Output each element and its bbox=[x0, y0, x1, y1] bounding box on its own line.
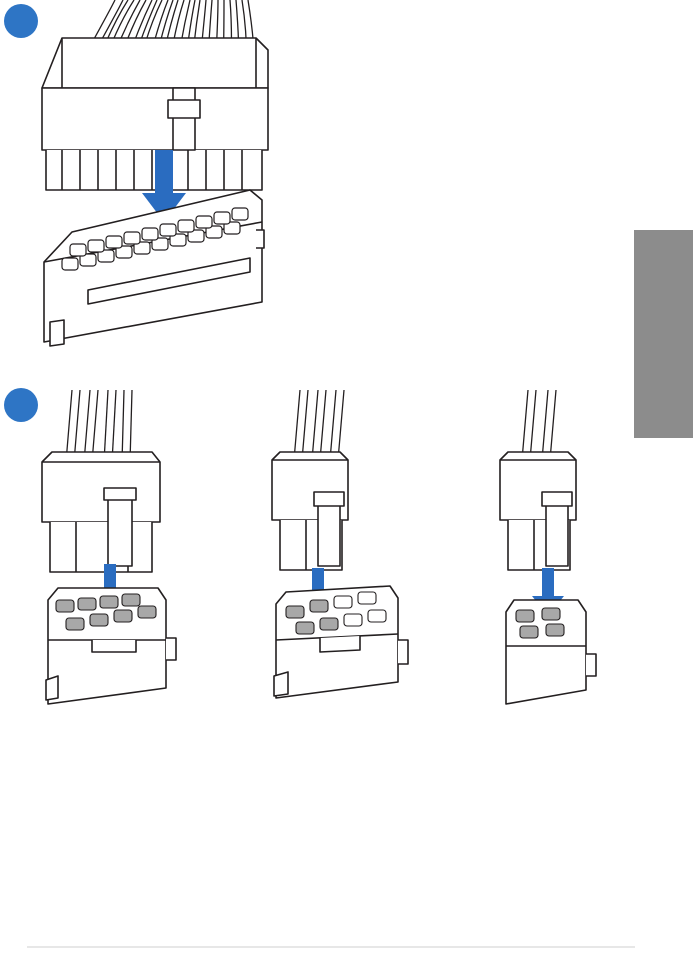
4-pin-plug bbox=[500, 390, 576, 570]
step-2-badge bbox=[4, 388, 38, 422]
6-pin-socket bbox=[274, 586, 408, 698]
4-pin-socket bbox=[506, 600, 596, 704]
24-pin-socket bbox=[44, 190, 264, 346]
8-pin-socket bbox=[46, 588, 176, 704]
side-chapter-tab bbox=[634, 230, 693, 438]
6-pin-plug bbox=[272, 390, 348, 570]
8-pin-plug bbox=[42, 390, 160, 572]
step-1-badge bbox=[4, 4, 38, 38]
